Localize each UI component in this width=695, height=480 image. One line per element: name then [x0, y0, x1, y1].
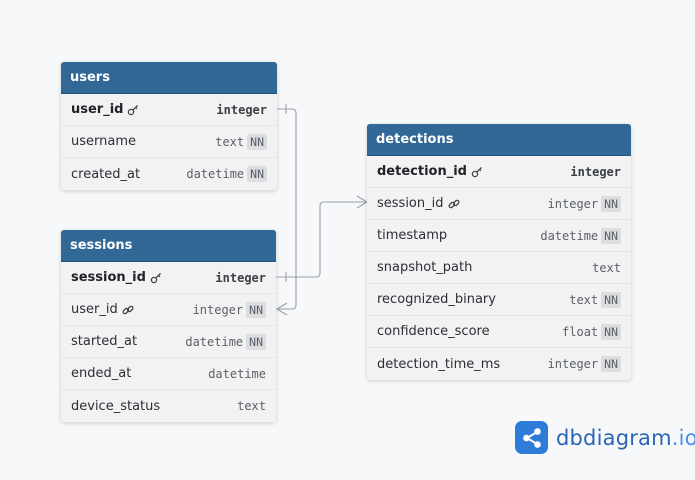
- table-row[interactable]: device_status text: [61, 390, 276, 422]
- table-row[interactable]: session_id integer: [61, 262, 276, 294]
- brand-name: dbdiagram.io: [556, 425, 695, 450]
- column-name-text: session_id: [377, 196, 444, 211]
- column-name: confidence_score: [377, 324, 562, 339]
- link-icon: [448, 198, 460, 210]
- link-icon: [122, 304, 134, 316]
- column-type: text: [569, 292, 599, 307]
- column-type: text: [237, 399, 266, 413]
- table-header-sessions[interactable]: sessions: [61, 230, 276, 262]
- column-name-text: created_at: [71, 166, 141, 182]
- column-name-text: ended_at: [71, 366, 132, 381]
- column-type: text: [215, 134, 245, 149]
- column-name-text: username: [71, 134, 136, 149]
- column-name: started_at: [71, 334, 185, 349]
- not-null-badge: NN: [601, 195, 621, 212]
- column-type: datetime: [540, 228, 599, 243]
- not-null-badge: NN: [246, 333, 266, 350]
- not-null-badge: NN: [246, 301, 266, 318]
- not-null-badge: NN: [247, 133, 267, 150]
- column-name: detection_id: [377, 164, 570, 179]
- column-name: snapshot_path: [377, 260, 592, 275]
- column-name-text: snapshot_path: [377, 260, 473, 275]
- column-name: username: [71, 134, 215, 149]
- column-type: integer: [547, 196, 599, 211]
- column-name: session_id: [71, 270, 215, 285]
- column-name: created_at: [71, 167, 186, 182]
- key-icon: [471, 166, 483, 178]
- column-name: detection_time_ms: [377, 357, 548, 372]
- column-name: session_id: [377, 196, 548, 211]
- link-users-sessions: [277, 108, 297, 310]
- not-null-badge: NN: [601, 227, 621, 244]
- column-name: recognized_binary: [377, 292, 569, 307]
- column-type: integer: [192, 302, 244, 317]
- column-name-text: timestamp: [377, 228, 448, 243]
- column-name-text: confidence_score: [377, 324, 490, 339]
- column-name-text: user_id: [71, 302, 118, 317]
- key-icon: [150, 272, 162, 284]
- column-type: datetime: [185, 334, 244, 349]
- column-name: timestamp: [377, 228, 540, 243]
- not-null-badge: NN: [601, 323, 621, 340]
- column-name-text: recognized_binary: [377, 292, 496, 307]
- column-type: text: [592, 260, 621, 275]
- column-type: datetime: [186, 167, 245, 181]
- column-name: user_id: [71, 102, 216, 117]
- column-name-text: detection_id: [377, 164, 467, 179]
- column-type: datetime: [208, 366, 266, 381]
- column-name: ended_at: [71, 366, 208, 381]
- column-name-text: device_status: [71, 398, 161, 414]
- link-sessions-detections: [276, 201, 367, 278]
- column-type: integer: [215, 270, 266, 285]
- brand[interactable]: dbdiagram.io: [515, 421, 695, 454]
- column-name-text: user_id: [71, 102, 124, 117]
- column-type: integer: [570, 164, 621, 179]
- table-row[interactable]: ended_at datetime: [61, 358, 276, 390]
- column-name-text: detection_time_ms: [377, 356, 501, 372]
- not-null-badge: NN: [247, 166, 267, 182]
- not-null-badge: NN: [601, 356, 621, 372]
- table-row[interactable]: user_id integer: [61, 94, 277, 126]
- key-icon: [127, 104, 139, 116]
- column-name: user_id: [71, 302, 193, 317]
- column-name-text: started_at: [71, 334, 138, 349]
- column-type: integer: [216, 102, 267, 117]
- column-type: integer: [547, 357, 599, 371]
- not-null-badge: NN: [601, 291, 621, 308]
- column-type: float: [562, 324, 599, 339]
- table-row[interactable]: snapshot_path text: [367, 252, 631, 284]
- table-row[interactable]: detection_id integer: [367, 156, 631, 188]
- table-header-users[interactable]: users: [61, 62, 277, 94]
- share-nodes-icon: [515, 421, 548, 454]
- column-name: device_status: [71, 399, 237, 414]
- table-header-detections[interactable]: detections: [367, 124, 631, 156]
- column-name-text: session_id: [71, 270, 146, 285]
- many-marker-sessions: [275, 302, 288, 316]
